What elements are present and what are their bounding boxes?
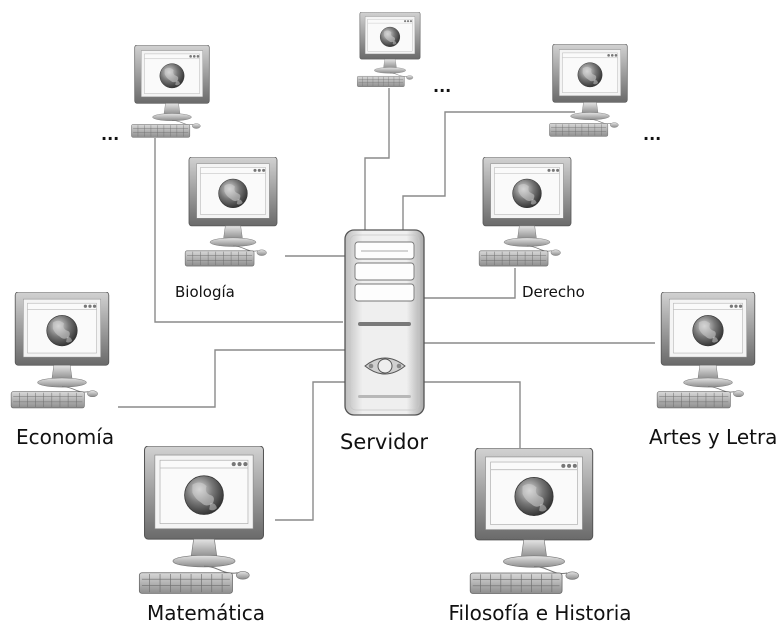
derecho-label: Derecho xyxy=(522,283,585,301)
wire-economia xyxy=(118,349,346,408)
matematica-label: Matemática xyxy=(147,601,265,625)
desktop-computer-icon xyxy=(184,157,278,267)
wire-top-right xyxy=(402,111,575,232)
desktop-computer-icon xyxy=(356,12,421,88)
computer-top-center: ... xyxy=(356,12,451,96)
computer-derecho: Derecho xyxy=(478,157,585,301)
computer-economia: Economía xyxy=(10,292,114,449)
desktop-computer-icon xyxy=(656,292,756,409)
wire-filosofia xyxy=(423,381,521,450)
economia-label: Economía xyxy=(16,425,114,449)
computer-top-right: ... xyxy=(548,44,661,144)
desktop-computer-icon xyxy=(478,157,572,267)
biologia-label: Biología xyxy=(175,283,235,301)
desktop-computer-icon xyxy=(130,45,210,138)
wire-top-center xyxy=(364,88,390,232)
desktop-computer-icon xyxy=(138,446,265,595)
computer-matematica: Matemática xyxy=(138,446,265,625)
more-label-top: ... xyxy=(433,77,451,96)
wire-matematica xyxy=(275,381,346,521)
server: Servidor xyxy=(340,229,428,454)
artes-label: Artes y Letras xyxy=(649,425,776,449)
desktop-computer-icon xyxy=(10,292,110,409)
more-label-right: ... xyxy=(643,125,661,144)
desktop-computer-icon xyxy=(548,44,628,137)
computer-biologia: Biología xyxy=(175,157,278,301)
filosofia-label: Filosofía e Historia xyxy=(448,601,631,625)
server-label: Servidor xyxy=(340,430,428,454)
desktop-computer-icon xyxy=(469,448,594,595)
wire-derecho xyxy=(423,268,516,299)
wire-top-left xyxy=(154,138,343,323)
computer-filosofia: Filosofía e Historia xyxy=(448,448,632,625)
computer-artes: Artes y Letras xyxy=(649,292,776,449)
server-tower-icon xyxy=(344,229,425,416)
more-label-left: ... xyxy=(101,125,119,144)
connection-wires xyxy=(118,88,655,521)
computer-top-left: ... xyxy=(101,45,210,144)
